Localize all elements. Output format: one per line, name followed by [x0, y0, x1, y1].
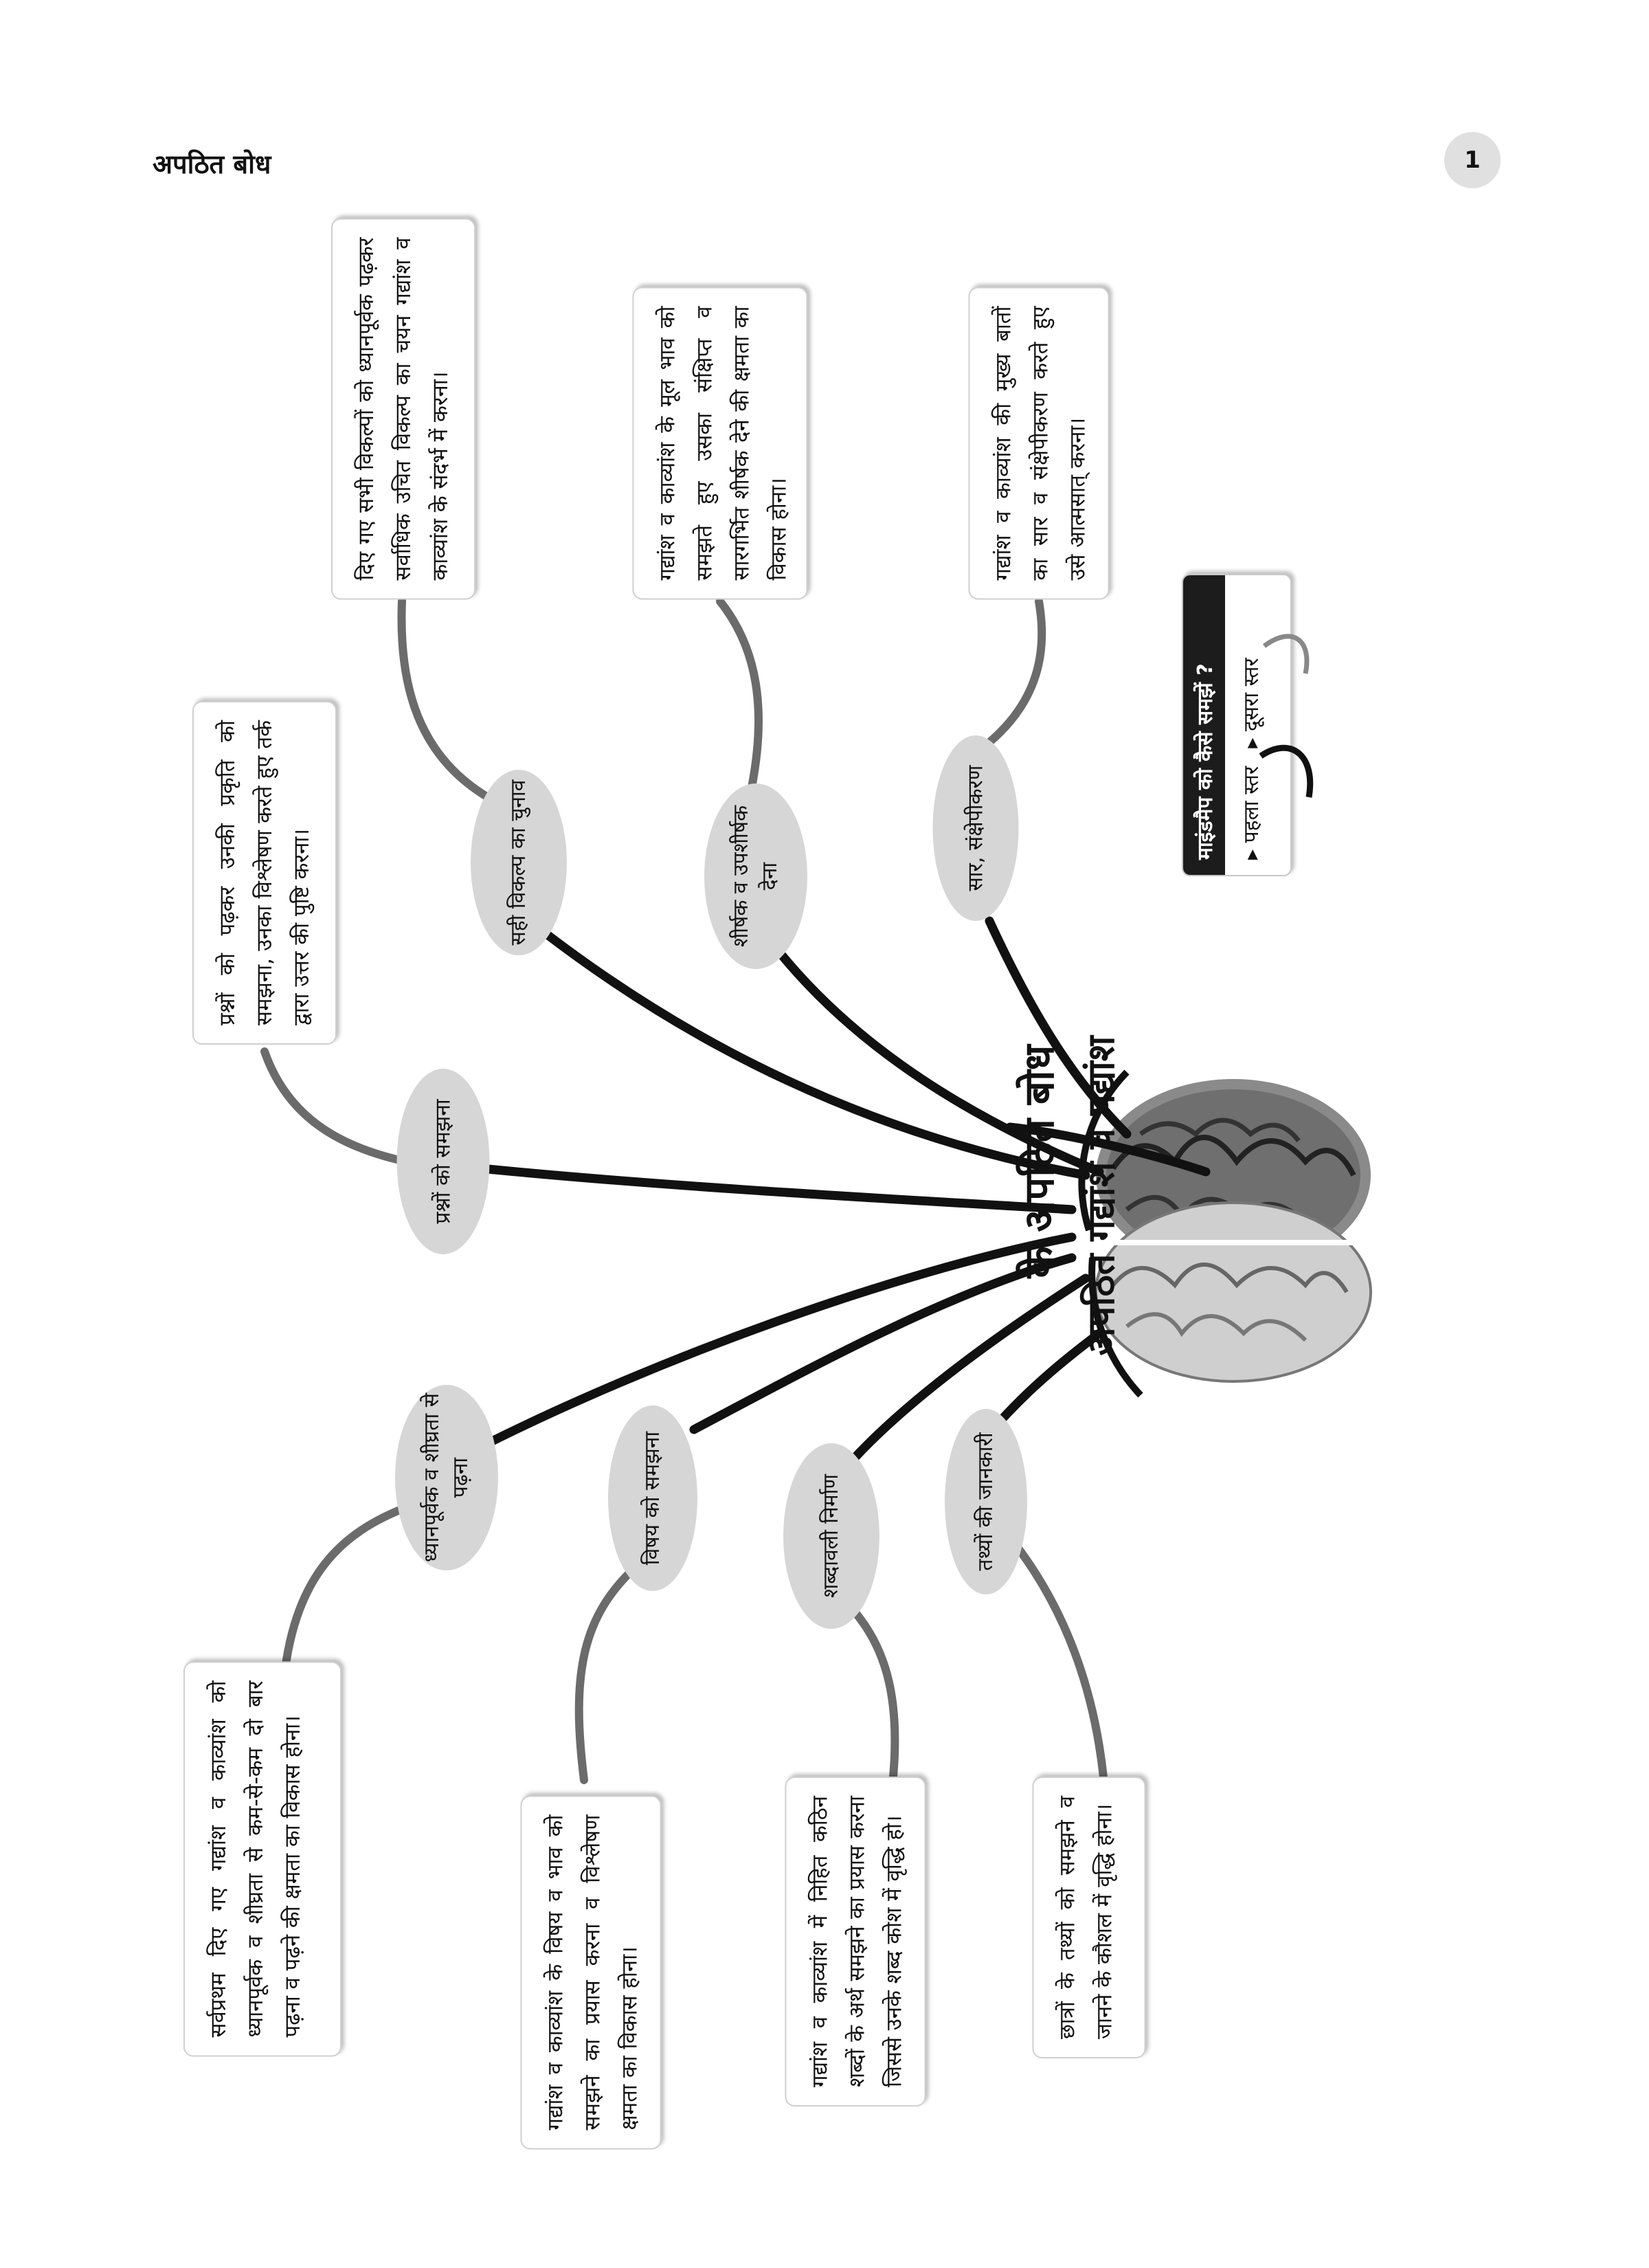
- sub-line-2: [397, 597, 492, 801]
- legend-title: माइंडमैप को कैसे समझें ?: [1183, 575, 1225, 875]
- node-tathya: तथ्यों की जानकारी: [945, 1409, 1027, 1594]
- sub-line-5: [278, 1501, 416, 1709]
- box-sahi-vikalp: दिए गए सभी विकल्पों को ध्यानपूर्वक पढ़कर…: [331, 218, 475, 600]
- branch-line-6: [689, 1253, 1077, 1434]
- page-header-title: अपठित बोध: [153, 149, 271, 179]
- center-title-band: [1078, 1069, 1143, 1398]
- sub-line-6: [574, 1563, 640, 1784]
- node-sahi-vikalp: सही विकल्प का चुनाव: [471, 770, 567, 955]
- node-shirshak: शीर्षक व उपशीर्षक देना: [704, 783, 807, 969]
- box-saar: गद्यांश व काव्यांश की मुख्य बातों का सार…: [968, 287, 1110, 600]
- node-saar: सार, संक्षेपीकरण: [932, 735, 1019, 921]
- box-shirshak: गद्यांश व काव्यांश के मूल भाव को समझते ह…: [632, 287, 808, 600]
- brain-illustration: [1095, 1079, 1372, 1383]
- box-tathya: छात्रों के तथ्यों को समझने व जानने के कौ…: [1032, 1777, 1146, 2058]
- box-prashno-ko-samajhna: प्रश्नों को पढ़कर उनकी प्रकृति को समझना,…: [192, 701, 337, 1045]
- center-subtitle: अपठित गद्यांश व पद्यांश: [1079, 1036, 1123, 1356]
- sub-line-8: [1013, 1542, 1110, 1815]
- node-shabdavali: शब्दावली निर्माण: [783, 1443, 879, 1629]
- branch-line-3: [772, 944, 1104, 1177]
- branch-line-4: [985, 916, 1132, 1139]
- legend-curves: [1259, 634, 1314, 798]
- box-vishay: गद्यांश व काव्यांश के विषय व भाव को समझन…: [520, 1795, 662, 2150]
- sub-line-4: [985, 597, 1046, 746]
- legend-bullet-icon: ▸: [1239, 849, 1264, 860]
- branch-line-1b: [476, 1164, 1077, 1214]
- node-dhyanpurvak: ध्यानपूर्वक व शीघ्रता से पढ़ना: [395, 1385, 498, 1570]
- node-vishay: विषय को समझना: [608, 1405, 697, 1591]
- center-title: के अपठित बोध: [1016, 1045, 1064, 1278]
- page-number-badge: 1: [1444, 132, 1501, 188]
- box-shabdavali: गद्यांश व काव्यांश में निहित कठिन शब्दों…: [785, 1777, 926, 2106]
- sub-line-3: [716, 597, 763, 805]
- node-prashno-ko-samajhna: प्रश्नों को समझना: [396, 1069, 490, 1254]
- sub-line-1: [260, 1047, 410, 1166]
- branch-line-7: [851, 1274, 1090, 1462]
- sub-line-7: [841, 1597, 899, 1781]
- branch-line-1: [1005, 1122, 1211, 1177]
- box-dhyanpurvak: सर्वप्रथम दिए गए गद्यांश व काव्यांश को ध…: [183, 1661, 341, 2057]
- branch-line-2: [538, 926, 1090, 1180]
- branch-line-5: [483, 1232, 1077, 1448]
